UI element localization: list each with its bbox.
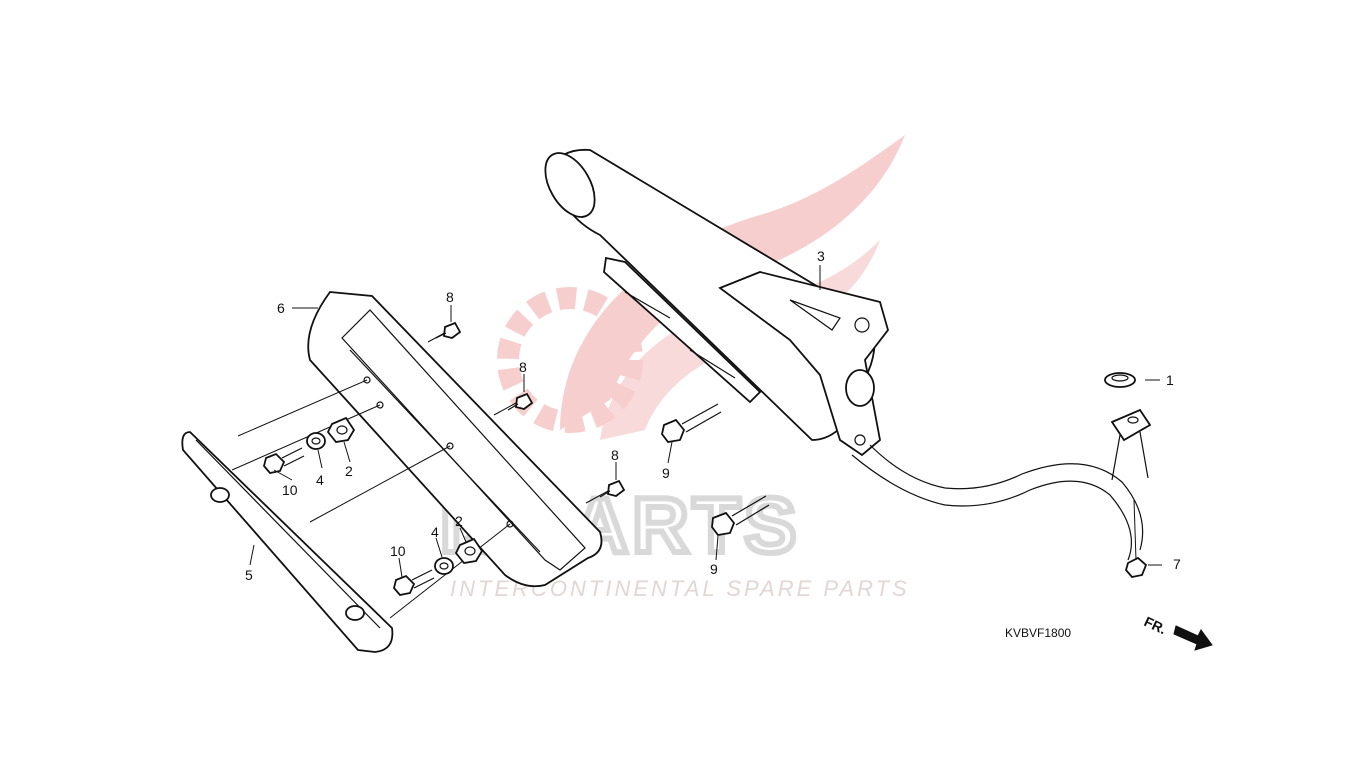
- part-10-bolt-lower: [393, 569, 435, 596]
- callout-8-bottom: 8: [611, 447, 619, 463]
- callout-8-top: 8: [446, 289, 454, 305]
- diagram-code: KVBVF1800: [1005, 626, 1071, 640]
- part-9-bolt-lower: [711, 495, 770, 536]
- callout-5: 5: [245, 567, 253, 583]
- callout-8-middle: 8: [519, 359, 527, 375]
- callout-2-lower: 2: [455, 513, 463, 529]
- callout-4-upper: 4: [316, 472, 324, 488]
- part-8-bolt-b: [507, 392, 534, 411]
- part-8-bolt-c: [599, 479, 626, 498]
- part-2-grommet-upper: [326, 416, 356, 443]
- callout-6: 6: [277, 300, 285, 316]
- callout-1: 1: [1166, 372, 1174, 388]
- callout-4-lower: 4: [431, 524, 439, 540]
- callout-10-upper: 10: [282, 482, 298, 498]
- callout-9-upper: 9: [662, 465, 670, 481]
- part-4-collar-upper: [306, 432, 326, 450]
- part-3-muffler: [544, 148, 889, 457]
- part-4-collar-lower: [434, 557, 454, 575]
- part-9-bolt-upper: [661, 403, 722, 443]
- part-7-nut: [1125, 499, 1148, 578]
- callout-9-lower: 9: [710, 561, 718, 577]
- front-arrow-icon: [1173, 625, 1213, 651]
- part-10-bolt-upper: [263, 447, 305, 474]
- part-2-grommet-lower: [454, 537, 484, 564]
- callout-3: 3: [817, 248, 825, 264]
- part-1-gasket: [1104, 372, 1136, 388]
- front-label: FR.: [1142, 613, 1169, 637]
- leader-lines: [249, 265, 1162, 578]
- exhaust-pipe: [851, 431, 1149, 561]
- callout-10-lower: 10: [390, 543, 406, 559]
- callout-2-upper: 2: [345, 463, 353, 479]
- part-5-outer-cover: [181, 431, 394, 653]
- front-direction-indicator: FR.: [1142, 613, 1213, 651]
- part-8-bolt-a: [435, 321, 462, 339]
- part-6-protector-plate: [307, 291, 603, 588]
- callout-7: 7: [1173, 556, 1181, 572]
- exhaust-flange: [1110, 408, 1152, 442]
